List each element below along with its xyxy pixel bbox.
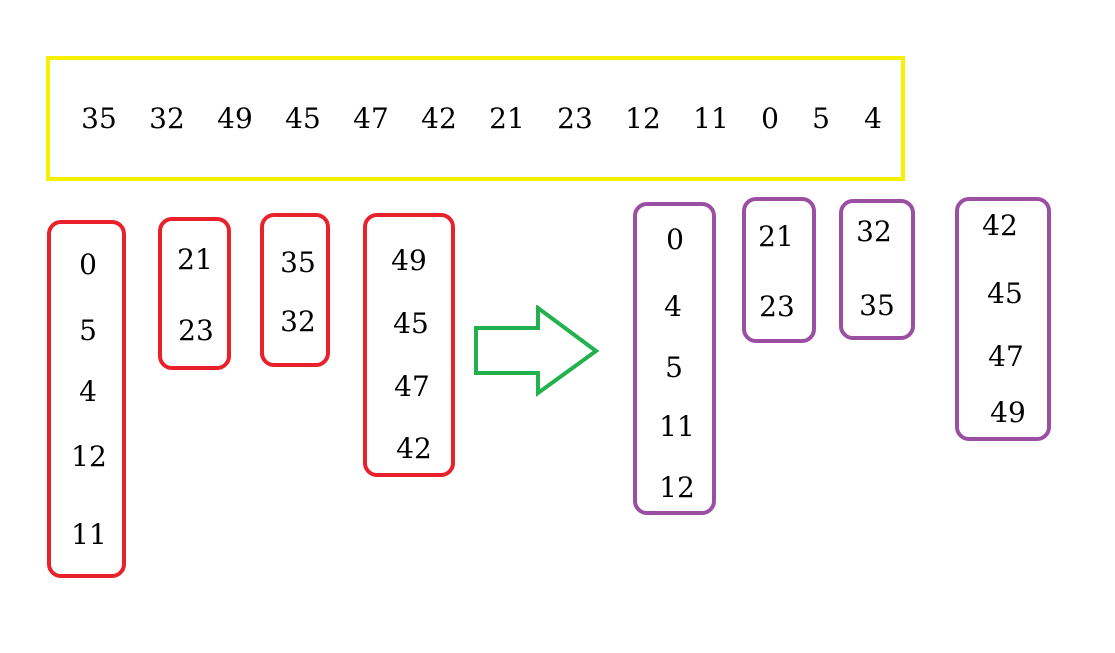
bucket-before-3-value: 32	[280, 305, 316, 338]
input-value: 35	[81, 102, 117, 135]
bucket-after-1-value: 11	[659, 410, 695, 443]
input-value: 0	[761, 102, 779, 135]
bucket-after-2-value: 23	[759, 290, 795, 323]
input-value: 23	[557, 102, 593, 135]
bucket-after-1-value: 5	[665, 351, 683, 384]
input-value: 12	[625, 102, 661, 135]
bucket-before-4-value: 47	[394, 370, 430, 403]
input-value: 11	[693, 102, 729, 135]
bucket-before-1	[47, 220, 126, 578]
bucket-after-4-value: 49	[990, 396, 1026, 429]
bucket-before-2	[158, 217, 231, 370]
bucket-after-2	[742, 197, 816, 343]
input-value: 49	[217, 102, 253, 135]
input-array-box	[46, 56, 905, 181]
bucket-after-4-value: 45	[987, 277, 1023, 310]
bucket-after-3-value: 35	[859, 289, 895, 322]
bucket-before-2-value: 23	[178, 314, 214, 347]
input-value: 47	[353, 102, 389, 135]
bucket-before-1-value: 4	[79, 375, 97, 408]
bucket-after-3	[839, 199, 915, 340]
bucket-before-3	[260, 213, 330, 367]
bucket-after-1-value: 12	[659, 471, 695, 504]
input-value: 4	[864, 102, 882, 135]
bucket-after-1-value: 4	[664, 290, 682, 323]
bucket-before-4-value: 49	[391, 244, 427, 277]
bucket-before-3-value: 35	[280, 246, 316, 279]
bucket-after-2-value: 21	[758, 220, 794, 253]
bucket-after-4	[955, 197, 1051, 441]
bucket-after-4-value: 42	[982, 209, 1018, 242]
bucket-before-1-value: 0	[79, 248, 97, 281]
bucket-after-1	[633, 202, 716, 515]
bucket-after-4-value: 47	[988, 340, 1024, 373]
right-arrow-icon	[474, 305, 600, 397]
bucket-before-1-value: 11	[71, 518, 107, 551]
input-value: 32	[149, 102, 185, 135]
bucket-after-1-value: 0	[666, 223, 684, 256]
bucket-before-1-value: 5	[79, 314, 97, 347]
input-value: 21	[489, 102, 525, 135]
bucket-before-2-value: 21	[177, 243, 213, 276]
input-value: 45	[285, 102, 321, 135]
bucket-before-1-value: 12	[71, 440, 107, 473]
bucket-before-4	[363, 213, 455, 477]
bucket-before-4-value: 45	[393, 307, 429, 340]
input-value: 42	[421, 102, 457, 135]
input-value: 5	[812, 102, 830, 135]
bucket-after-3-value: 32	[856, 215, 892, 248]
bucket-before-4-value: 42	[396, 432, 432, 465]
